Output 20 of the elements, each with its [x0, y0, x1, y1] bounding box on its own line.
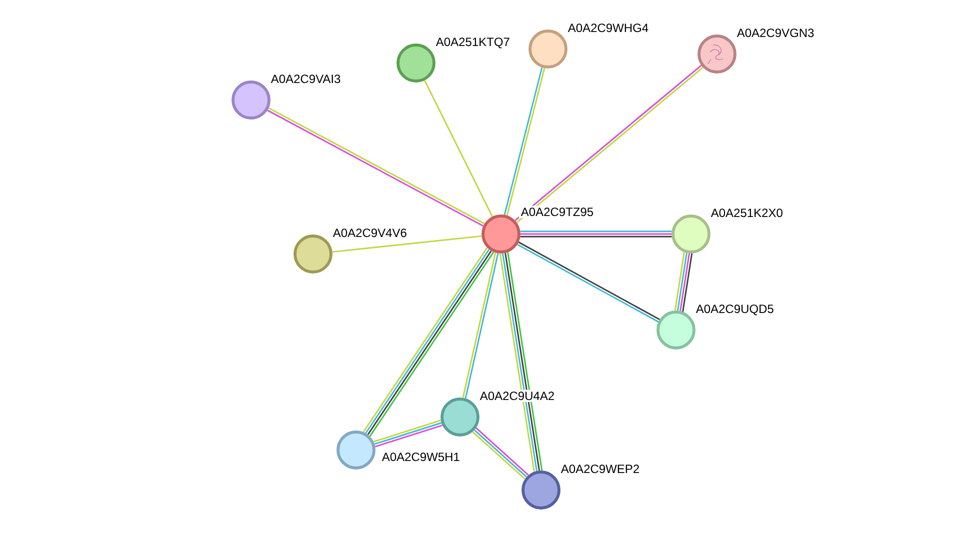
node-label: A0A251K2X0: [710, 208, 782, 218]
node-label: A0A2C9VGN3: [736, 28, 814, 38]
node-label: A0A2C9WHG4: [568, 24, 648, 32]
node-label: A0A2C9VAI3: [270, 74, 340, 84]
edge-line: [520, 230, 672, 232]
edge-line: [674, 252, 685, 311]
node-label: A0A251KTQ7: [436, 38, 510, 48]
edge-line: [682, 253, 693, 312]
node-label: A0A2C9TZ95: [520, 208, 594, 216]
node-label: A0A2C9WEP2: [560, 464, 639, 474]
node-label: A0A2C9U4A2: [480, 392, 554, 400]
edge-line: [680, 253, 690, 312]
edge-line: [424, 80, 493, 217]
node-label: A0A2C9V4V6: [332, 228, 406, 238]
edge-line: [677, 252, 688, 311]
edge-line: [520, 236, 672, 238]
edge-line: [332, 235, 482, 253]
edge-line: [520, 233, 672, 235]
node-label: A0A2C9UQD5: [696, 304, 774, 316]
node-label: A0A2C9W5H1: [382, 452, 460, 462]
